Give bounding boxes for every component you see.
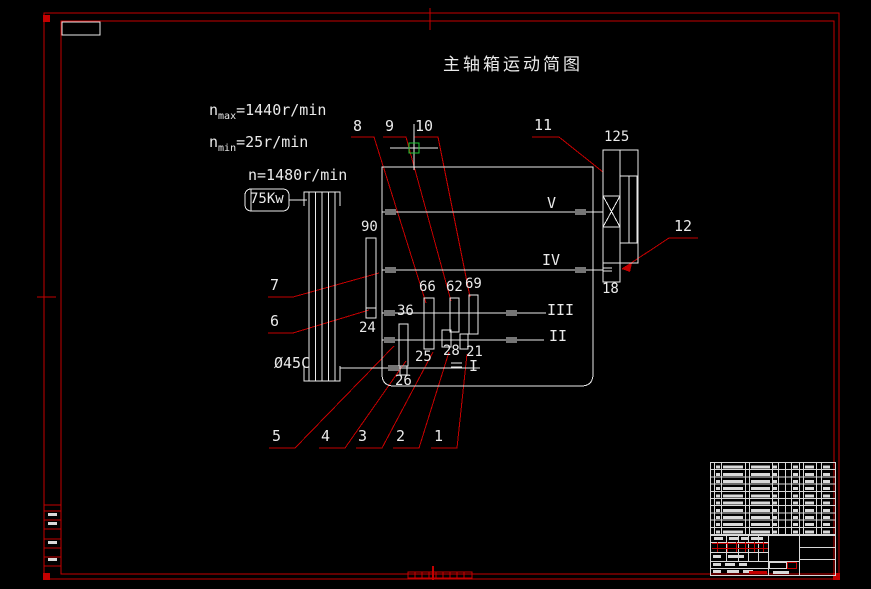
gearbox-housing bbox=[381, 166, 594, 387]
shaft-label-IV: IV bbox=[542, 251, 561, 269]
gear-label-36: 36 bbox=[397, 303, 414, 319]
gear-label-90: 90 bbox=[361, 219, 378, 235]
shaft-label-V: V bbox=[547, 194, 557, 212]
gear-label-62: 62 bbox=[446, 279, 463, 295]
gear-label-125: 125 bbox=[604, 129, 630, 145]
gear-label-24: 24 bbox=[359, 320, 376, 336]
part-number-4: 4 bbox=[321, 427, 331, 445]
part-number-3: 3 bbox=[358, 427, 368, 445]
gear-label-21: 21 bbox=[466, 344, 483, 360]
part-number-2: 2 bbox=[396, 427, 406, 445]
parts-list-table bbox=[710, 462, 836, 536]
title-block bbox=[710, 462, 836, 576]
gear-blocks bbox=[365, 237, 479, 376]
part-number-8: 8 bbox=[353, 117, 363, 135]
part-number-5: 5 bbox=[272, 427, 282, 445]
motor-power-label: 75Kw bbox=[250, 191, 284, 207]
part-number-1: 1 bbox=[434, 427, 444, 445]
drawing-title: 主轴箱运动简图 bbox=[443, 55, 583, 75]
osnap-cursor-icon bbox=[408, 142, 420, 154]
right-assembly bbox=[602, 149, 639, 283]
part-number-12: 12 bbox=[674, 217, 693, 235]
part-number-6: 6 bbox=[270, 312, 280, 330]
part-number-9: 9 bbox=[385, 117, 395, 135]
part-number-11: 11 bbox=[534, 116, 553, 134]
gear-label-25: 25 bbox=[415, 349, 432, 365]
title-block-bottom bbox=[710, 534, 836, 576]
leader-arrowhead bbox=[622, 263, 632, 272]
gear-label-66: 66 bbox=[419, 279, 436, 295]
motor-speed-label: n=1480r/min bbox=[248, 166, 348, 184]
shaft-label-I: I bbox=[469, 357, 479, 375]
part-number-10: 10 bbox=[415, 117, 434, 135]
gear-label-69: 69 bbox=[465, 276, 482, 292]
revision-box bbox=[61, 21, 101, 36]
part-number-7: 7 bbox=[270, 276, 280, 294]
binding-strip-text-bars bbox=[48, 513, 57, 561]
shaft-label-III: III bbox=[547, 301, 575, 319]
gear-label-28: 28 bbox=[443, 343, 460, 359]
machine-geometry bbox=[61, 21, 639, 387]
gear-label-26: 26 bbox=[395, 373, 412, 389]
shaft-lines bbox=[340, 211, 603, 369]
border-corner-marks bbox=[43, 15, 840, 580]
pulley-diameter-label: Ø45C bbox=[274, 354, 311, 372]
note-nmin: nmin=25r/min bbox=[209, 133, 309, 154]
gear-label-18: 18 bbox=[602, 281, 619, 297]
belt-pulley bbox=[303, 191, 341, 382]
bearing-symbols bbox=[384, 209, 612, 371]
note-nmax: nmax=1440r/min bbox=[209, 101, 327, 122]
shaft-label-II: II bbox=[549, 327, 568, 345]
sheet-border bbox=[37, 8, 840, 580]
